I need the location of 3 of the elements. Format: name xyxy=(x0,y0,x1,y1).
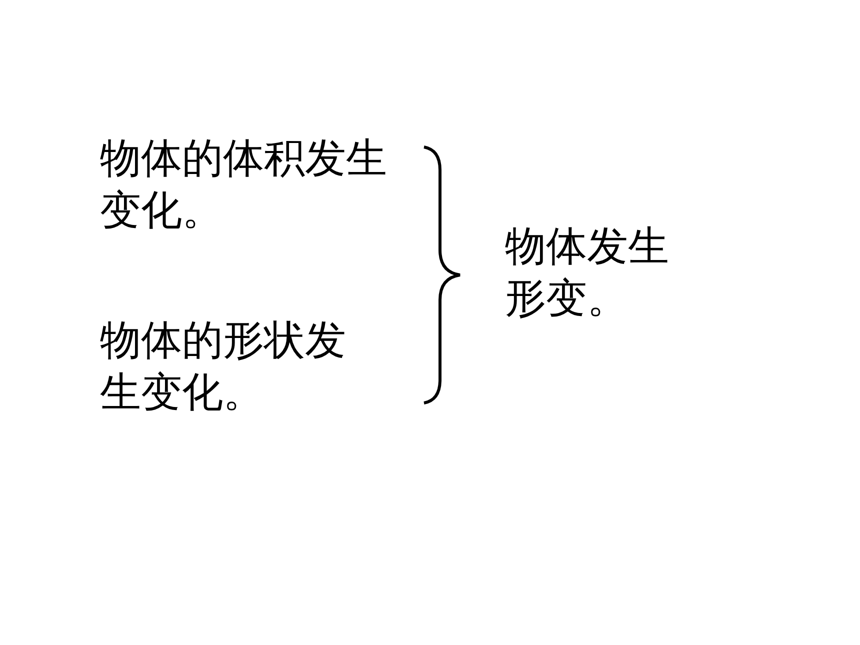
text-label: 物体的体积发生变化。 xyxy=(100,133,388,236)
text-label: 物体发生形变。 xyxy=(505,221,670,324)
text-label: 物体的形状发生变化。 xyxy=(100,315,347,418)
